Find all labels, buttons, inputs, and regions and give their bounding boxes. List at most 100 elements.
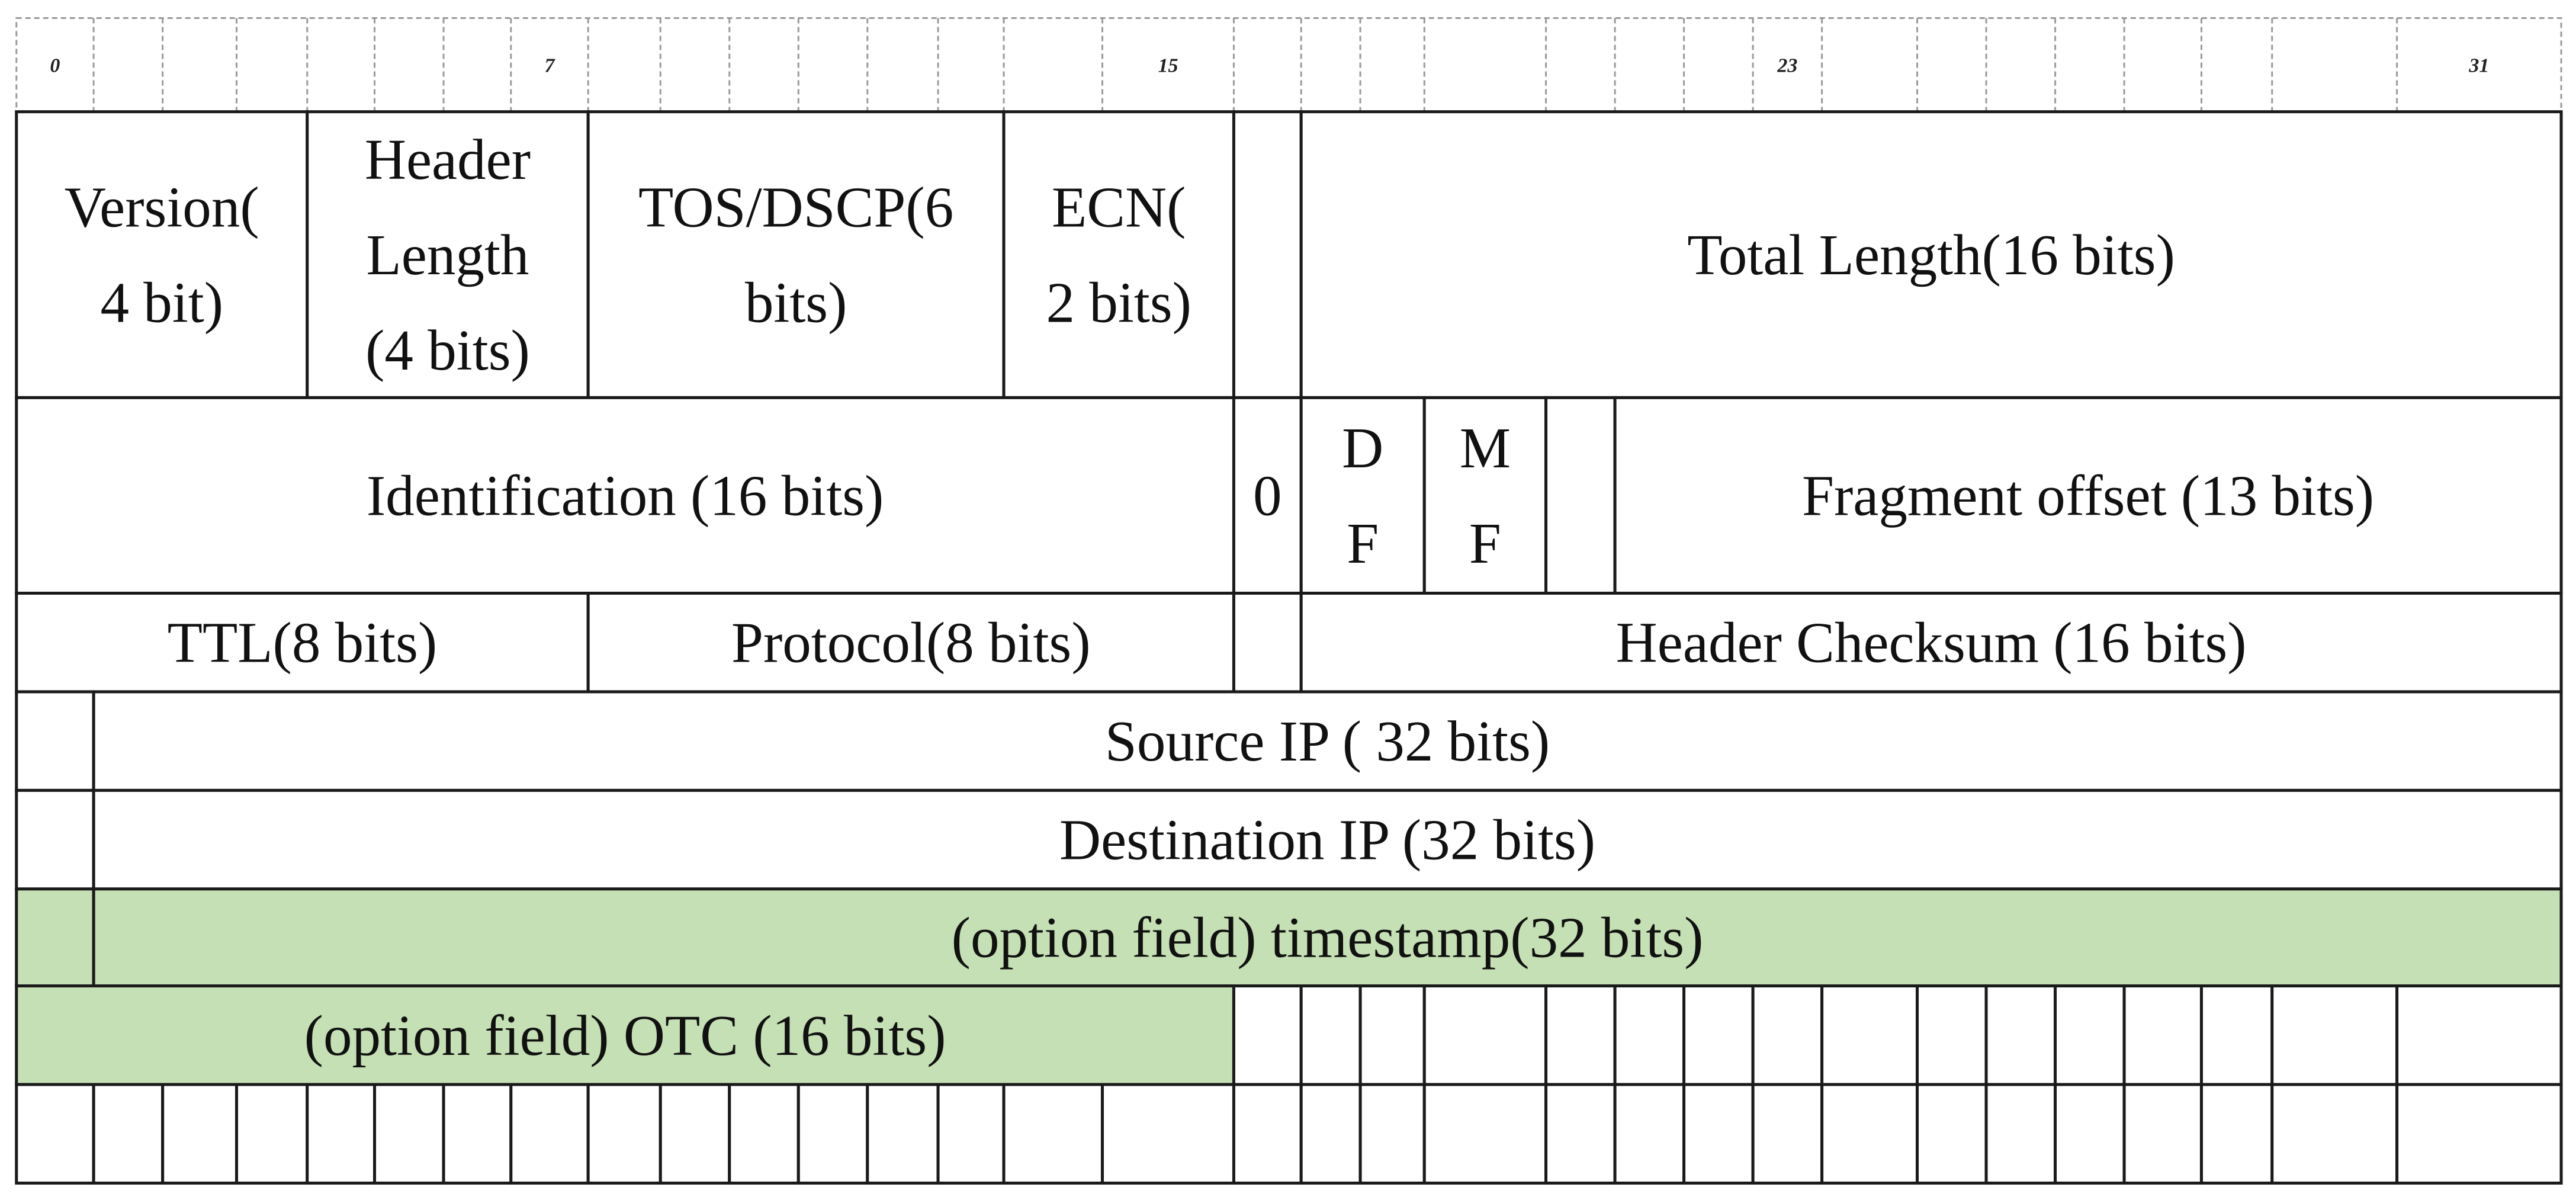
mf-flag-box [1422, 396, 1548, 595]
empty-bit-cell [1682, 1083, 1755, 1185]
empty-bit-cell [1751, 984, 1824, 1086]
df-flag-box [1299, 396, 1426, 595]
mf-flag-label: F [1469, 512, 1501, 576]
bit-ruler-frame [15, 17, 2562, 113]
destination-ip-field-label: Destination IP (32 bits) [1059, 808, 1595, 872]
empty-bit-cell [2395, 1083, 2563, 1185]
empty-bit-cell [1101, 1083, 1235, 1185]
empty-bit-cell [2395, 984, 2563, 1086]
empty-bit-cell [1613, 1083, 1686, 1185]
empty-bit-cell [161, 1083, 238, 1185]
row-5-blank-cell-box [15, 788, 95, 891]
empty-bit-cell [442, 1083, 513, 1185]
bit-label-0: 0 [50, 55, 60, 77]
protocol-field-label: Protocol(8 bits) [731, 611, 1091, 675]
row-4-blank-cell-box [15, 690, 95, 792]
empty-bit-cell [1916, 1083, 1988, 1185]
empty-bit-cell [2122, 984, 2203, 1086]
fragment-offset-field-label: Fragment offset (13 bits) [1802, 464, 2374, 528]
empty-bit-cell [1002, 1083, 1104, 1185]
identification-field-label: Identification (16 bits) [367, 464, 884, 528]
row-6-blank-cell-box [15, 887, 95, 988]
bit-ruler: 0 7 15 23 31 [15, 17, 2562, 113]
timestamp-option-field-label: (option field) timestamp(32 bits) [952, 906, 1704, 970]
empty-bit-cell [1232, 984, 1303, 1086]
ecn-field-label: 2 bits) [1046, 271, 1191, 335]
empty-bit-cell [1232, 1083, 1303, 1185]
row-3-blank-cell-box [1232, 591, 1303, 694]
reserved-zero-flag-label: 0 [1253, 464, 1282, 528]
empty-bit-cell [1544, 1083, 1617, 1185]
header-length-field-label: Length [366, 223, 529, 287]
tos-dscp-field-label: TOS/DSCP(6 [638, 176, 953, 240]
empty-bit-cell [866, 1083, 940, 1185]
df-flag-label: D [1342, 416, 1383, 480]
total-length-field-box [1299, 110, 2563, 399]
empty-bit-cell [1820, 984, 1919, 1086]
empty-bit-cell [936, 1083, 1006, 1185]
empty-bit-cell [2054, 984, 2126, 1086]
header-length-field-label: (4 bits) [365, 319, 530, 383]
tos-dscp-field-box [586, 110, 1006, 399]
empty-bit-cell [1422, 984, 1548, 1086]
empty-bit-cell [1984, 984, 2057, 1086]
destination-ip-field-box [92, 788, 2563, 891]
bit-label-31: 31 [2468, 55, 2489, 77]
empty-bit-cell [728, 1083, 800, 1185]
empty-bit-cell [1299, 1083, 1362, 1185]
row-2-blank-cell-box [1544, 396, 1617, 595]
empty-bit-cell [659, 1083, 731, 1185]
empty-bit-cell [1544, 984, 1617, 1086]
bit-label-15: 15 [1158, 55, 1178, 77]
mf-flag-label: M [1460, 416, 1511, 480]
source-ip-field-label: Source IP ( 32 bits) [1105, 710, 1550, 774]
empty-bit-cell [1916, 984, 1988, 1086]
header-checksum-field-label: Header Checksum (16 bits) [1616, 611, 2247, 675]
empty-bit-cell [2270, 1083, 2399, 1185]
empty-bit-cell [306, 1083, 377, 1185]
ecn-field-box [1002, 110, 1235, 399]
empty-bit-cell [1682, 984, 1755, 1086]
otc-option-field-label: (option field) OTC (16 bits) [304, 1004, 946, 1068]
header-checksum-field-box [1299, 591, 2563, 694]
empty-bit-cell [1613, 984, 1686, 1086]
empty-bit-cell [1358, 984, 1426, 1086]
empty-bit-cell [796, 1083, 869, 1185]
empty-bit-cell [1820, 1083, 1919, 1185]
version-field-box [15, 110, 309, 399]
empty-bit-cell [1751, 1083, 1824, 1185]
bit-label-23: 23 [1777, 55, 1797, 77]
empty-bit-cell [373, 1083, 445, 1185]
empty-bit-cell [2054, 1083, 2126, 1185]
empty-bit-cell [2199, 984, 2274, 1086]
identification-field-box [15, 396, 1235, 595]
ttl-field-label: TTL(8 bits) [168, 611, 438, 675]
bit-label-7: 7 [544, 55, 555, 77]
timestamp-option-field-box [92, 887, 2563, 988]
empty-bit-cell [1422, 1083, 1548, 1185]
protocol-field-box [586, 591, 1235, 694]
fragment-offset-field-box [1613, 396, 2563, 595]
empty-bit-cell [586, 1083, 662, 1185]
empty-bit-cell [92, 1083, 165, 1185]
empty-bit-grid [15, 984, 2563, 1185]
version-field-label: Version( [65, 176, 259, 240]
reserved-zero-flag-box [1232, 396, 1303, 595]
empty-bit-cell [2122, 1083, 2203, 1185]
empty-bit-cell [15, 1083, 95, 1185]
empty-bit-cell [2270, 984, 2399, 1086]
row-1-blank-cell-box [1232, 110, 1303, 399]
total-length-field-label: Total Length(16 bits) [1687, 223, 2175, 287]
ecn-field-label: ECN( [1052, 176, 1186, 240]
empty-bit-cell [1299, 984, 1362, 1086]
version-field-label: 4 bit) [100, 271, 223, 335]
df-flag-label: F [1347, 512, 1379, 576]
source-ip-field-box [92, 690, 2563, 792]
empty-bit-cell [2199, 1083, 2274, 1185]
empty-bit-cell [509, 1083, 590, 1185]
tos-dscp-field-label: bits) [745, 271, 847, 335]
empty-bit-cell [1984, 1083, 2057, 1185]
header-length-field-label: Header [365, 128, 531, 192]
